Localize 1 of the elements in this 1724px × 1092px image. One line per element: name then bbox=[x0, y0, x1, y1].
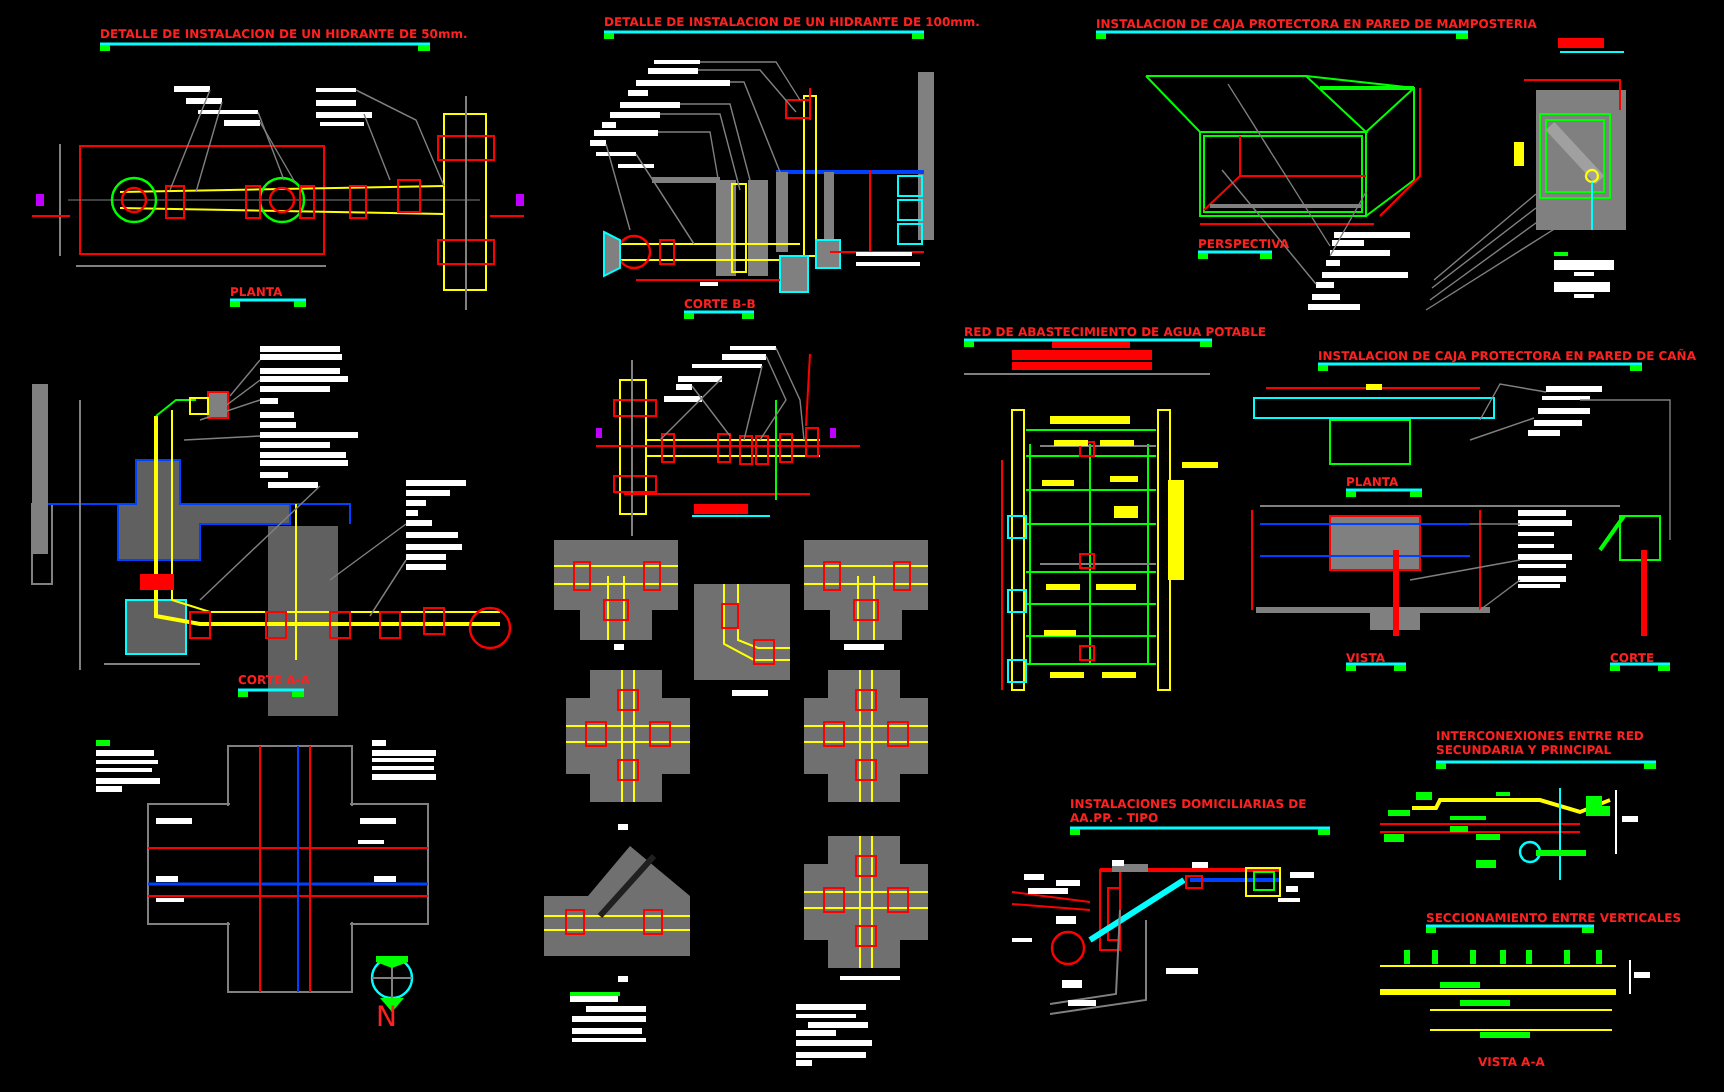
north-label: N bbox=[376, 1004, 397, 1032]
